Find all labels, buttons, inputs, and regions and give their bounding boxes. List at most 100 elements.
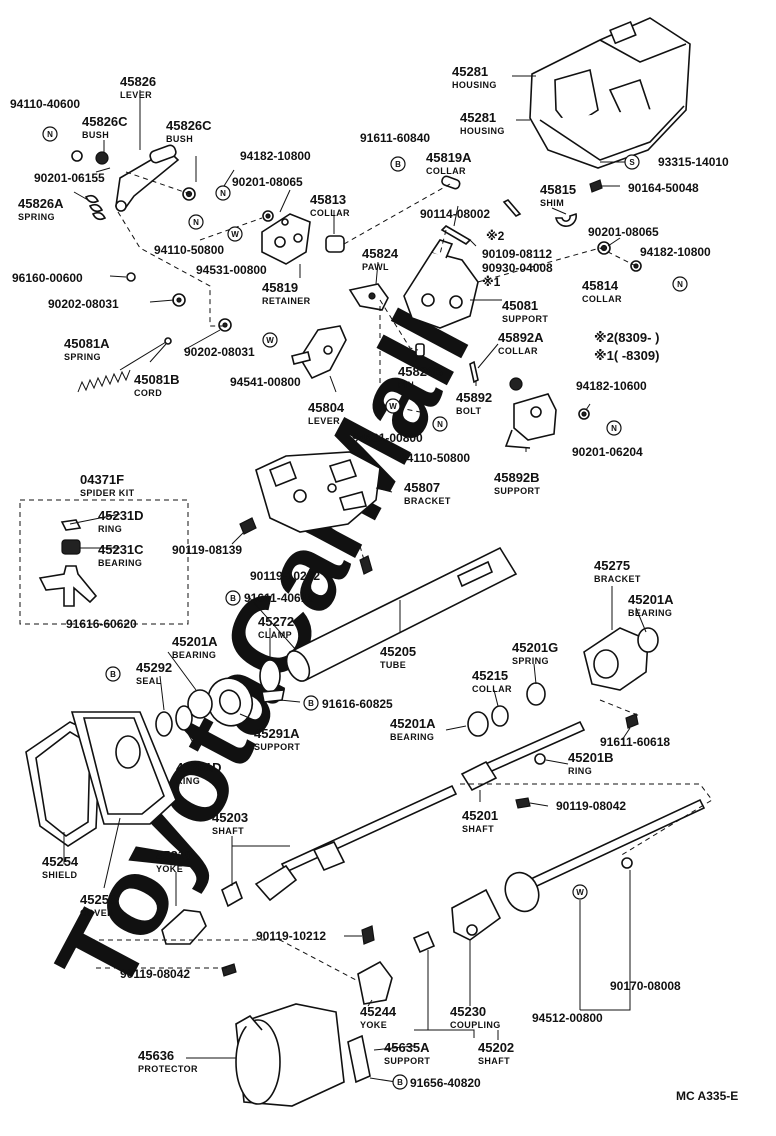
label-90202-08031b-no: 90202-08031 xyxy=(184,345,255,359)
label-45081a-no: 45081A xyxy=(64,336,110,351)
label-90119-10292-no: 90119-10292 xyxy=(250,569,320,583)
bolt-90119-10212-drawing xyxy=(361,925,375,945)
svg-text:N: N xyxy=(193,218,199,227)
label-45201a-a-name: BEARING xyxy=(628,608,672,618)
label-45081-no: 45081 xyxy=(502,298,538,313)
bolt-90119-10292-drawing xyxy=(359,555,373,575)
label-45202-name: SHAFT xyxy=(478,1056,510,1066)
label-45635a-no: 45635A xyxy=(384,1040,430,1055)
symbol-w-icon: W xyxy=(262,332,278,348)
label-45826b-name: PIN xyxy=(398,380,414,390)
spider-lower-drawing xyxy=(412,930,436,954)
svg-text:N: N xyxy=(677,280,683,289)
label-45230-no: 45230 xyxy=(450,1004,486,1019)
spring-45201g-drawing xyxy=(526,682,546,706)
symbol-b-icon: B xyxy=(392,1074,408,1090)
label-45826b-no: 45826B xyxy=(398,364,444,379)
label-45201-no: 45201 xyxy=(462,808,498,823)
label-45819a-name: COLLAR xyxy=(426,166,466,176)
symbol-s-icon: S xyxy=(624,154,640,170)
symbol-w-icon: W xyxy=(572,884,588,900)
bolt-45892-drawing xyxy=(469,360,479,384)
symbol-n-icon: N xyxy=(42,126,58,142)
label-45826a-no: 45826A xyxy=(18,196,64,211)
label-45826-no: 45826 xyxy=(120,74,156,89)
label-91611-60840-no: 91611-60840 xyxy=(360,131,430,145)
collar-45819a-drawing xyxy=(441,175,461,190)
label-94541-no: 94541-00800 xyxy=(230,375,301,389)
label-45201g-name: SPRING xyxy=(512,656,549,666)
label-91616-60620-no: 91616-60620 xyxy=(66,617,137,631)
svg-text:B: B xyxy=(395,160,401,169)
shield-cover-drawing xyxy=(25,711,177,847)
label-45892-name: BOLT xyxy=(456,406,482,416)
label-45291a-no: 45291A xyxy=(254,726,300,741)
bracket-45807-drawing xyxy=(255,451,381,533)
bearing-45201a-left-drawing xyxy=(187,689,213,719)
label-45215-name: COLLAR xyxy=(472,684,512,694)
label-45253-name: COVER xyxy=(80,908,114,918)
label-45892a-name: COLLAR xyxy=(498,346,538,356)
bolt-90109-drawing xyxy=(502,199,522,217)
symbol-w-icon: W xyxy=(385,398,401,414)
label-45819a-no: 45819A xyxy=(426,150,472,165)
protector-45636-drawing xyxy=(235,1003,345,1107)
yoke-45244-drawing xyxy=(357,960,393,1005)
label-45826a-name: SPRING xyxy=(18,212,55,222)
label-45892a-no: 45892A xyxy=(498,330,544,345)
label-45892-no: 45892 xyxy=(456,390,492,405)
label-94182-10800a-no: 94182-10800 xyxy=(240,149,311,163)
label-45201b-no: 45201B xyxy=(568,750,614,765)
label-90109-no: 90109-08112 xyxy=(482,247,552,261)
label-45636-no: 45636 xyxy=(138,1048,174,1063)
label-45826c-a-no: 45826C xyxy=(82,114,128,129)
symbol-w-icon: W xyxy=(227,226,243,242)
svg-text:W: W xyxy=(389,402,397,411)
label-45275-no: 45275 xyxy=(594,558,630,573)
label-45244-no: 45244 xyxy=(360,1004,397,1019)
symbol-n-icon: N xyxy=(606,420,622,436)
label-45201d-name: RING xyxy=(176,776,200,786)
small-hardware-drawings xyxy=(71,150,642,869)
symbol-n-icon: N xyxy=(188,214,204,230)
symbol-n-icon: N xyxy=(672,276,688,292)
yoke-45219-drawing xyxy=(161,864,298,945)
label-45231d-no: 45231D xyxy=(98,508,144,523)
label-45635a-name: SUPPORT xyxy=(384,1056,430,1066)
label-45254-no: 45254 xyxy=(42,854,79,869)
symbol-b-icon: B xyxy=(105,666,121,682)
label-45205-no: 45205 xyxy=(380,644,416,659)
svg-text:B: B xyxy=(397,1078,403,1087)
lever-45826-drawing xyxy=(115,144,180,212)
label-45081-name: SUPPORT xyxy=(502,314,548,324)
ring-45201d-drawing xyxy=(175,705,193,731)
pawl-45824-drawing xyxy=(348,283,389,311)
support-45635a-drawing xyxy=(347,1034,371,1084)
label-96160-no: 96160-00600 xyxy=(12,271,83,285)
label-94531-00800b-no: 94531-00800 xyxy=(352,431,423,445)
collar-45215-drawing xyxy=(491,705,509,727)
label-45215-no: 45215 xyxy=(472,668,508,683)
coupling-45230-drawing xyxy=(451,888,502,941)
pin-45826b-drawing xyxy=(415,343,425,357)
label-45201a-b-name: BEARING xyxy=(172,650,216,660)
label-45272-no: 45272 xyxy=(258,614,294,629)
label-45201g-no: 45201G xyxy=(512,640,558,655)
label-90119-08139-no: 90119-08139 xyxy=(172,543,242,557)
lever-45804-drawing xyxy=(291,325,347,380)
label-94110-50800b-no: 94110-50800 xyxy=(400,451,470,465)
label-mark1: ※1 xyxy=(482,275,501,289)
note-line-1: ※1( -8309) xyxy=(594,348,659,363)
label-45281b-no: 45281 xyxy=(460,110,496,125)
label-45291a-name: SUPPORT xyxy=(254,742,300,752)
label-94110-50800a-no: 94110-50800 xyxy=(154,243,224,257)
label-90202-08031a-no: 90202-08031 xyxy=(48,297,119,311)
label-45819-name: RETAINER xyxy=(262,296,311,306)
shaft-45201-drawing xyxy=(460,720,586,792)
label-04371f-no: 04371F xyxy=(80,472,124,487)
label-45231c-no: 45231C xyxy=(98,542,144,557)
label-45203-no: 45203 xyxy=(212,810,248,825)
label-91611-40618-no: 91611-40618 xyxy=(244,591,314,605)
svg-text:S: S xyxy=(629,158,635,167)
label-45824-no: 45824 xyxy=(362,246,399,261)
